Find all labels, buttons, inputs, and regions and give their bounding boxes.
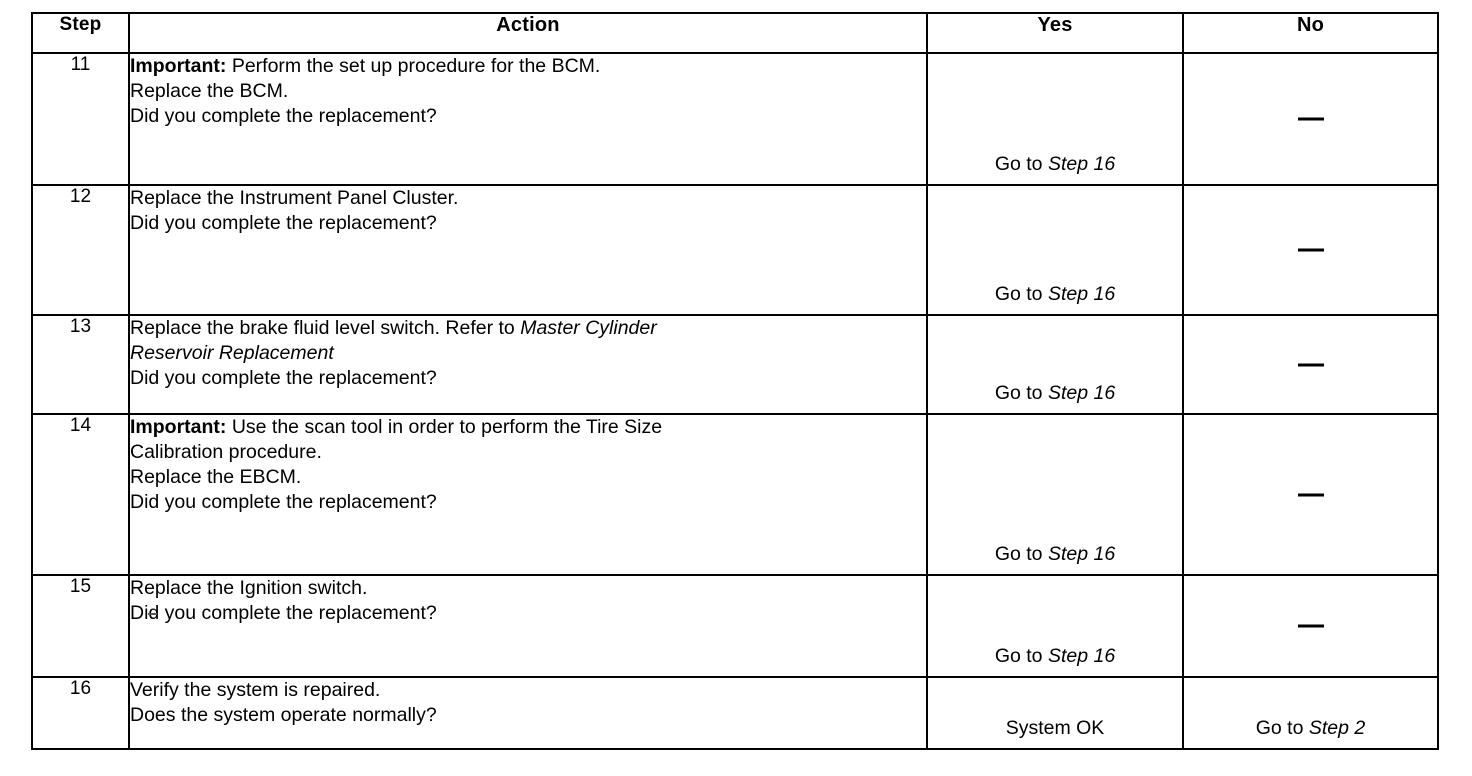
step-number: 16 [31, 676, 130, 750]
em-dash-icon [1297, 624, 1324, 628]
yes-answer-step-ref: Step 16 [1047, 283, 1116, 305]
step-number: 15 [31, 574, 130, 678]
yes-answer-cell: Go to Step 16 [926, 184, 1184, 316]
yes-answer-step-ref: Step 16 [1047, 382, 1116, 404]
yes-answer: Go to Step 16 [928, 543, 1182, 566]
action-line: Replace the Ignition switch. [130, 577, 368, 599]
action-line-text: Perform the set up procedure for the BCM… [226, 55, 601, 77]
step-number: 13 [31, 314, 130, 415]
reference-title-part2: Reservoir Replacement [130, 341, 926, 366]
important-label: Important: [130, 55, 227, 77]
yes-answer-cell: System OK [926, 676, 1184, 750]
action-question: Did you complete the replacement? [130, 211, 437, 234]
yes-answer-step-ref: Step 16 [1047, 645, 1116, 667]
scan-artifact [148, 613, 157, 615]
action-line: Replace the brake fluid level switch. Re… [130, 316, 926, 341]
no-answer-step-ref: Step 2 [1308, 717, 1366, 739]
action-text: Replace the Instrument Panel Cluster. Di… [128, 184, 928, 316]
no-answer [1184, 615, 1437, 638]
table-header-row: Step Action Yes No [31, 12, 1439, 54]
no-answer: Go to Step 2 [1184, 717, 1437, 740]
yes-answer-cell: Go to Step 16 [926, 574, 1184, 678]
action-line: Important: Use the scan tool in order to… [130, 415, 926, 440]
yes-answer: Go to Step 16 [928, 283, 1182, 306]
yes-answer-cell: Go to Step 16 [926, 413, 1184, 576]
action-question: Did you complete the replacement? [130, 490, 437, 513]
yes-answer: System OK [928, 717, 1182, 740]
yes-answer-prefix: Go to [994, 382, 1048, 404]
no-answer-cell [1182, 52, 1439, 186]
important-label: Important: [130, 416, 227, 438]
no-answer [1184, 483, 1437, 506]
no-answer [1184, 239, 1437, 262]
no-answer [1184, 353, 1437, 376]
action-text: Verify the system is repaired. Does the … [128, 676, 928, 750]
action-line: Replace the Instrument Panel Cluster. [130, 187, 459, 209]
action-text: Important: Use the scan tool in order to… [128, 413, 928, 576]
yes-answer-step-ref: Step 16 [1047, 543, 1116, 565]
yes-answer-prefix: Go to [994, 283, 1048, 305]
column-header-action: Action [128, 12, 928, 54]
yes-answer-prefix: Go to [994, 543, 1048, 565]
action-text: Important: Perform the set up procedure … [128, 52, 928, 186]
yes-answer: Go to Step 16 [928, 645, 1182, 668]
em-dash-icon [1297, 117, 1324, 121]
action-line-text: Replace the brake fluid level switch. Re… [130, 317, 521, 339]
table-header: Step Action Yes No [31, 12, 1439, 54]
table-row: 13 Replace the brake fluid level switch.… [31, 314, 1439, 415]
no-answer-cell [1182, 184, 1439, 316]
table-row: 14 Important: Use the scan tool in order… [31, 413, 1439, 576]
step-number: 14 [31, 413, 130, 576]
table-row: 12 Replace the Instrument Panel Cluster.… [31, 184, 1439, 316]
action-question: Does the system operate normally? [130, 703, 437, 726]
reference-title-part1: Master Cylinder [520, 317, 657, 339]
reference-title-text: Reservoir Replacement [130, 341, 334, 364]
table-body: 11 Important: Perform the set up procedu… [31, 52, 1439, 750]
action-question: Did you complete the replacement? [130, 104, 437, 127]
diagnostic-steps-table: Step Action Yes No 11 Important: Perform… [31, 12, 1439, 750]
table-row: 11 Important: Perform the set up procedu… [31, 52, 1439, 186]
yes-answer-prefix: Go to [994, 645, 1048, 667]
em-dash-icon [1297, 248, 1324, 252]
no-answer-cell [1182, 413, 1439, 576]
no-answer [1184, 108, 1437, 131]
column-header-yes: Yes [926, 12, 1184, 54]
action-question: Did you complete the replacement? [130, 601, 437, 624]
action-line: Verify the system is repaired. [130, 679, 381, 701]
action-text: Replace the brake fluid level switch. Re… [128, 314, 928, 415]
yes-answer-cell: Go to Step 16 [926, 52, 1184, 186]
table-row: 16 Verify the system is repaired. Does t… [31, 676, 1439, 750]
column-header-step: Step [31, 12, 130, 54]
action-line: Calibration procedure. [130, 440, 322, 463]
action-line: Replace the BCM. [130, 79, 289, 102]
action-question: Did you complete the replacement? [130, 366, 437, 389]
yes-answer-cell: Go to Step 16 [926, 314, 1184, 415]
em-dash-icon [1297, 363, 1324, 367]
no-answer-cell [1182, 574, 1439, 678]
column-header-no: No [1182, 12, 1439, 54]
yes-answer: Go to Step 16 [928, 153, 1182, 176]
yes-answer-prefix: System OK [1005, 717, 1105, 739]
action-text: Replace the Ignition switch. Did you com… [128, 574, 928, 678]
action-line-text: Use the scan tool in order to perform th… [226, 416, 663, 438]
no-answer-cell [1182, 314, 1439, 415]
em-dash-icon [1297, 493, 1324, 497]
action-line: Important: Perform the set up procedure … [130, 54, 926, 79]
step-number: 12 [31, 184, 130, 316]
step-number: 11 [31, 52, 130, 186]
yes-answer-step-ref: Step 16 [1047, 153, 1116, 175]
yes-answer-prefix: Go to [994, 153, 1048, 175]
yes-answer: Go to Step 16 [928, 382, 1182, 405]
no-answer-cell: Go to Step 2 [1182, 676, 1439, 750]
table-row: 15 Replace the Ignition switch. Did you … [31, 574, 1439, 678]
no-answer-prefix: Go to [1255, 717, 1309, 739]
action-line: Replace the EBCM. [130, 465, 302, 488]
